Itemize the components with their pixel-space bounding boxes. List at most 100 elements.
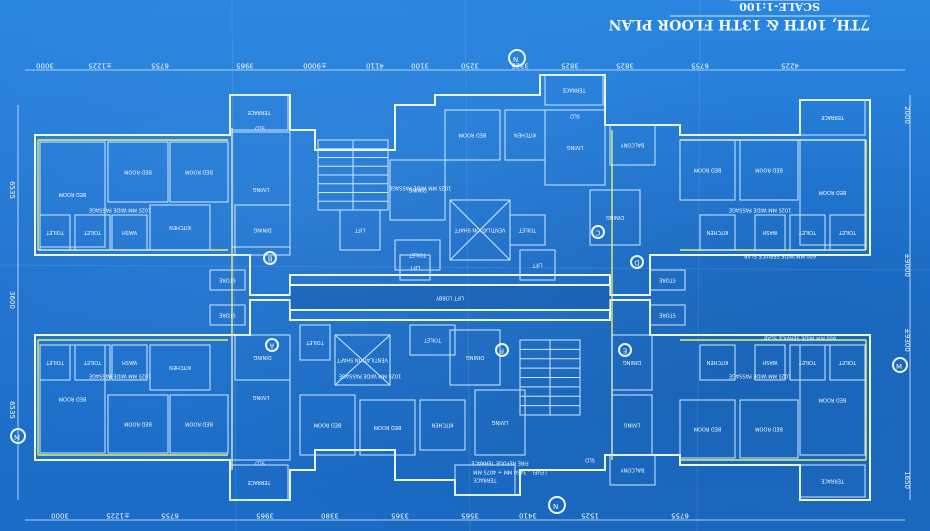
room-label: STORE	[219, 277, 236, 283]
room-label: DINING	[408, 187, 426, 193]
room-label: LIVING	[566, 144, 583, 150]
north-arrow-top: N	[508, 49, 526, 67]
sld-label: SLD	[570, 113, 580, 119]
room-store	[209, 269, 246, 291]
shaft-cross	[334, 334, 391, 386]
room-dining	[389, 159, 446, 221]
fire-refuge-label: FIRE REFUGE TERRACE	[471, 460, 528, 466]
dimension-bottom: 3365	[391, 511, 409, 519]
room-label: STORE	[659, 277, 676, 283]
north-label-bottom: N	[553, 503, 558, 511]
room-label: KITCHEN	[169, 364, 191, 370]
room-label: LIVING	[623, 422, 640, 428]
room-dining	[449, 329, 501, 386]
flat-letter: F	[500, 346, 504, 354]
passage-label: 1025 MM WIDE PASSAGE	[389, 185, 451, 191]
room-label: BED ROOM	[185, 421, 213, 427]
flat-letter: A	[269, 341, 274, 349]
sld-label: SLD	[255, 125, 265, 131]
room-toilet	[299, 324, 331, 361]
dimension-side: 6535	[8, 181, 16, 199]
room-ventilation-shaft	[449, 199, 511, 261]
dimension-bottom: 3565	[461, 511, 479, 519]
room-toilet	[394, 239, 441, 271]
dimension-bottom: ±1225	[106, 511, 130, 519]
passage-label: 1025 MM WIDE PASSAGE	[729, 373, 791, 379]
room-bed-room	[444, 109, 501, 161]
room-terrace	[544, 74, 604, 106]
room-label: WASH	[762, 229, 777, 235]
staircases	[317, 139, 581, 416]
sld-label: SLD	[255, 460, 265, 466]
room-kitchen	[699, 344, 736, 381]
room-terrace	[229, 464, 289, 501]
flat-marker	[591, 225, 605, 239]
room-wash	[111, 344, 148, 381]
room-label: TERRACE	[248, 109, 272, 115]
room-terrace	[454, 464, 516, 496]
service-slab-label: 600 MM WIDE SERVICE SLAB	[743, 253, 816, 259]
room-living	[231, 131, 291, 248]
dimension-side: ±9300	[903, 328, 911, 352]
room-bed-room	[169, 394, 229, 454]
room-label: KITCHEN	[706, 229, 728, 235]
plan-scale: SCALE-1:100	[739, 0, 820, 13]
dimension-top: 4225	[781, 61, 799, 69]
room-label: TOILET	[45, 359, 64, 365]
north-arrow-bottom: N	[548, 496, 566, 514]
room-wash	[754, 214, 786, 251]
room-toilet	[789, 214, 826, 251]
room-kitchen	[149, 344, 211, 391]
flat-letter: D	[634, 258, 639, 266]
room-ventilation-shaft	[334, 334, 391, 386]
match-mark-right: M	[892, 357, 908, 373]
room-label: TOILET	[83, 229, 102, 235]
room-living	[544, 109, 606, 186]
room-dining	[234, 204, 291, 256]
room-label: TOILET	[798, 229, 817, 235]
room-bed-room	[169, 141, 229, 203]
room-label: TERRACE	[248, 479, 272, 485]
dimension-top: 3325	[511, 61, 529, 69]
room-label: BED ROOM	[755, 167, 783, 173]
room-label: BED ROOM	[124, 421, 152, 427]
room-label: TOILET	[45, 229, 64, 235]
room-kitchen	[419, 399, 466, 451]
room-toilet	[409, 324, 456, 356]
room-wash	[111, 214, 148, 251]
flat-marker	[495, 343, 509, 357]
room-label: KITCHEN	[169, 224, 191, 230]
room-label: KITCHEN	[514, 132, 536, 138]
room-label: DINING	[253, 354, 271, 360]
room-terrace	[799, 464, 866, 498]
room-label: DINING	[466, 354, 484, 360]
dimension-top: ±9000	[303, 61, 327, 69]
dimension-bottom: 3965	[256, 511, 274, 519]
dimension-top: 3000	[36, 61, 54, 69]
dimension-top: 3825	[561, 61, 579, 69]
dimension-top: 3100	[411, 61, 429, 69]
room-label: LIFT	[532, 262, 543, 268]
dimension-top: 6755	[151, 61, 169, 69]
dimension-top: ±1225	[88, 61, 112, 69]
room-label: LIVING	[252, 394, 269, 400]
room-wash	[754, 344, 786, 381]
room-balcony	[609, 124, 656, 166]
room-label: WASH	[122, 359, 137, 365]
room-label: TOILET	[798, 359, 817, 365]
room-label: LIVING	[252, 186, 269, 192]
room-label: TERRACE	[821, 114, 845, 120]
passage-label: 1025 MM WIDE PASSAGE	[89, 373, 151, 379]
dimension-bottom: 3410	[519, 511, 537, 519]
dimension-top: 3825	[616, 61, 634, 69]
room-store	[649, 304, 686, 326]
room-toilet	[39, 214, 71, 251]
room-label: TOILET	[423, 337, 442, 343]
room-bed-room	[39, 344, 106, 454]
dimension-bottom: 3380	[321, 511, 339, 519]
room-kitchen	[149, 204, 211, 251]
